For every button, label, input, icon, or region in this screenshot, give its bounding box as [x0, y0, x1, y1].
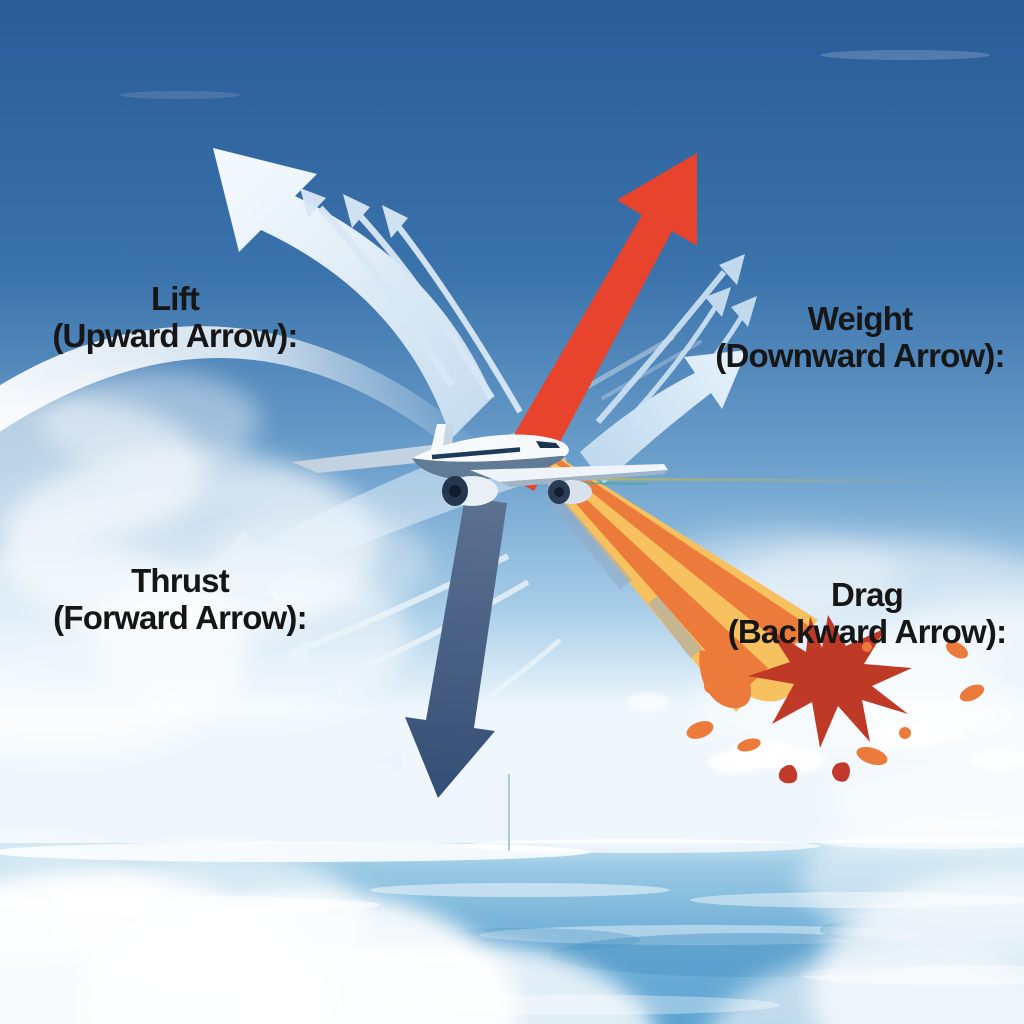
- drag-label-subtitle: (Backward Arrow):: [727, 613, 1007, 651]
- airplane-cockpit: [536, 441, 560, 448]
- weight-label-subtitle: (Downward Arrow):: [715, 337, 1005, 375]
- lift-flow-ribbon: [0, 326, 472, 456]
- drag-splatter: [686, 615, 985, 784]
- lift-arrow: [213, 148, 493, 439]
- cloud-mass-bottom-left: [0, 840, 654, 1024]
- high-sky-wisps: [120, 50, 990, 400]
- thrust-label-subtitle: (Forward Arrow):: [53, 599, 307, 637]
- airplane-belly: [412, 456, 565, 480]
- red-upward-arrow: [494, 153, 697, 491]
- navy-downward-arrow: [405, 497, 507, 798]
- airplane-windows: [431, 447, 521, 460]
- airplane: [292, 424, 668, 506]
- airplane-engine-right: [548, 480, 592, 504]
- weight-arrow: [580, 350, 747, 484]
- contrail-lines: [575, 477, 953, 485]
- drag-label-title: Drag: [831, 576, 904, 613]
- drag-label: Drag (Backward Arrow):: [712, 576, 1022, 651]
- lift-stream-arrows: [300, 188, 523, 414]
- drag-exhaust-streak: [538, 454, 818, 712]
- thrust-label: Thrust (Forward Arrow):: [25, 562, 335, 637]
- airplane-wing-left: [292, 443, 466, 473]
- weight-label: Weight (Downward Arrow):: [705, 300, 1015, 375]
- weight-label-title: Weight: [807, 300, 913, 337]
- lift-label-title: Lift: [150, 280, 200, 317]
- lift-label: Lift (Upward Arrow):: [20, 280, 330, 355]
- airplane-engine-left: [442, 476, 498, 506]
- lift-label-subtitle: (Upward Arrow):: [52, 317, 298, 355]
- thrust-label-title: Thrust: [131, 562, 230, 599]
- cloud-mass-bottom-right: [711, 760, 1024, 1024]
- airplane-wing-right: [470, 464, 668, 487]
- drag-droplets: [686, 641, 985, 784]
